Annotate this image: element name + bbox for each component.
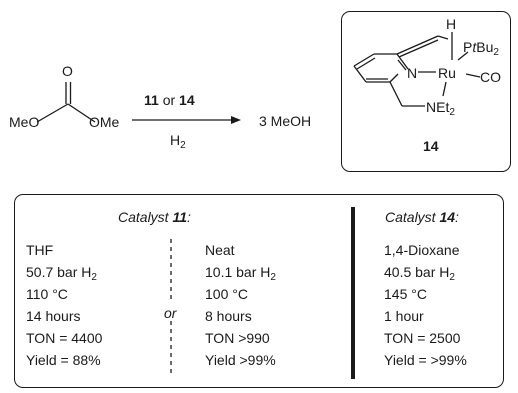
conditions-table: Catalyst 11: Catalyst 14: or THF 50.7 ba…: [14, 194, 504, 388]
column-thf: THF 50.7 bar H2 110 °C 14 hours TON = 44…: [26, 239, 102, 371]
or-separator: [170, 239, 172, 377]
h2-main: H: [170, 132, 181, 148]
yield: Yield = 88%: [26, 352, 101, 368]
yield: Yield >99%: [205, 352, 276, 368]
header-11-suffix: :: [187, 209, 191, 225]
solvent: THF: [26, 242, 54, 258]
product-label: 3 MeOH: [259, 113, 312, 129]
phosphine-subscript: 2: [493, 47, 499, 58]
solvent: Neat: [205, 242, 235, 258]
pyridine-nitrogen: N: [407, 65, 418, 81]
phosphorus: P: [463, 39, 473, 55]
header-14-number: 14: [439, 209, 456, 225]
amine-main: NEt: [426, 99, 450, 115]
header-14-prefix: Catalyst: [385, 209, 440, 225]
methoxy-left-label: MeO: [9, 114, 40, 130]
catalyst-14-structure-box: H PtBu2 N Ru CO NEt2 14: [341, 11, 511, 172]
hydride-label: H: [446, 16, 457, 32]
solvent: 1,4-Dioxane: [384, 242, 460, 258]
ton: TON >990: [205, 330, 270, 346]
temperature: 145 °C: [384, 286, 427, 302]
arrow-hydrogen-label: H2: [170, 132, 186, 151]
ruthenium-label: Ru: [438, 65, 456, 81]
header-14-suffix: :: [455, 209, 459, 225]
catalyst-14-skeleton: [353, 32, 481, 107]
header-11-number: 11: [172, 209, 188, 225]
ton: TON = 4400: [26, 330, 103, 346]
dimethyl-carbonate-bonds: [36, 82, 96, 123]
carbonyl-ligand-label: CO: [480, 69, 501, 85]
pressure-sub: 2: [449, 272, 455, 283]
pressure-sub: 2: [270, 272, 276, 283]
pressure-main: 50.7 bar H: [26, 264, 92, 280]
time: 8 hours: [205, 308, 252, 324]
catalyst-14-header: Catalyst 14:: [385, 209, 459, 225]
methoxy-right-label: OMe: [89, 114, 120, 130]
catalyst-11-ref: 11: [144, 92, 159, 108]
yield: Yield = >99%: [384, 352, 467, 368]
amine-label: NEt2: [426, 99, 455, 118]
ton: TON = 2500: [384, 330, 461, 346]
pressure: 40.5 bar H2: [384, 261, 467, 283]
h2-subscript: 2: [180, 140, 186, 151]
tert-prefix: t: [472, 39, 477, 55]
temperature: 100 °C: [205, 286, 248, 302]
column-dioxane: 1,4-Dioxane 40.5 bar H2 145 °C 1 hour TO…: [384, 239, 467, 371]
reaction-arrow: [132, 116, 241, 124]
time: 14 hours: [26, 308, 81, 324]
catalyst-14-ref: 14: [179, 92, 195, 108]
catalyst-divider: [351, 207, 355, 379]
butyl: Bu: [476, 39, 494, 55]
catalyst-11-header: Catalyst 11:: [118, 209, 191, 225]
arrow-or: or: [158, 92, 180, 108]
or-label: or: [164, 305, 177, 321]
temperature: 110 °C: [26, 286, 68, 302]
pressure: 50.7 bar H2: [26, 261, 102, 283]
arrow-catalyst-label: 11 or 14: [144, 92, 195, 108]
phosphine-label: PtBu2: [463, 39, 499, 58]
header-11-prefix: Catalyst: [118, 209, 173, 225]
compound-14-label: 14: [423, 138, 439, 154]
pressure-main: 40.5 bar H: [384, 264, 450, 280]
column-neat: Neat 10.1 bar H2 100 °C 8 hours TON >990…: [205, 239, 276, 371]
amine-subscript: 2: [449, 107, 455, 118]
carbonyl-oxygen: O: [62, 63, 73, 79]
pressure-sub: 2: [91, 272, 97, 283]
pressure-main: 10.1 bar H: [205, 264, 271, 280]
time: 1 hour: [384, 308, 424, 324]
pressure: 10.1 bar H2: [205, 261, 276, 283]
